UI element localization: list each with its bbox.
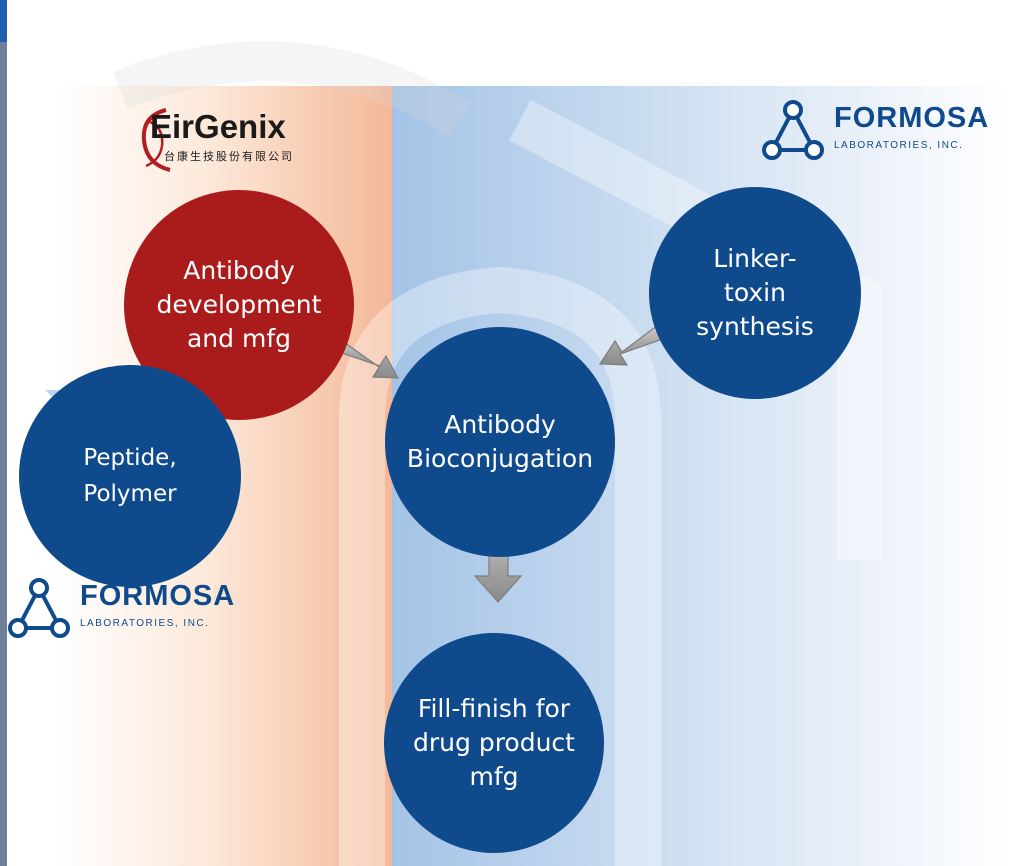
eirgenix-name: EirGenix	[150, 108, 286, 145]
formosa-subtitle: LABORATORIES, INC.	[80, 618, 210, 629]
eirgenix-logo: EirGenix 台康生技股份有限公司	[136, 106, 308, 174]
left-edge-accent	[0, 0, 7, 42]
formosa-subtitle: LABORATORIES, INC.	[834, 140, 964, 151]
formosa-logo-bottom: FORMOSA LABORATORIES, INC.	[8, 578, 238, 640]
triangle-molecule-logo-icon	[8, 578, 70, 638]
formosa-name: FORMOSA	[834, 102, 990, 134]
left-edge-bar	[0, 0, 7, 866]
formosa-name: FORMOSA	[80, 580, 236, 612]
node-antibody-bioconjugation: Antibody Bioconjugation	[385, 327, 615, 557]
formosa-logo-top: FORMOSA LABORATORIES, INC.	[762, 100, 992, 162]
node-peptide-polymer: Peptide, Polymer	[19, 365, 241, 587]
eirgenix-chinese-name: 台康生技股份有限公司	[164, 150, 294, 163]
triangle-molecule-logo-icon	[762, 100, 824, 160]
node-linker-toxin-synthesis: Linker- toxin synthesis	[649, 187, 861, 399]
ribbon-E-logo-icon	[141, 108, 171, 172]
node-fill-finish: Fill-finish for drug product mfg	[384, 633, 604, 853]
